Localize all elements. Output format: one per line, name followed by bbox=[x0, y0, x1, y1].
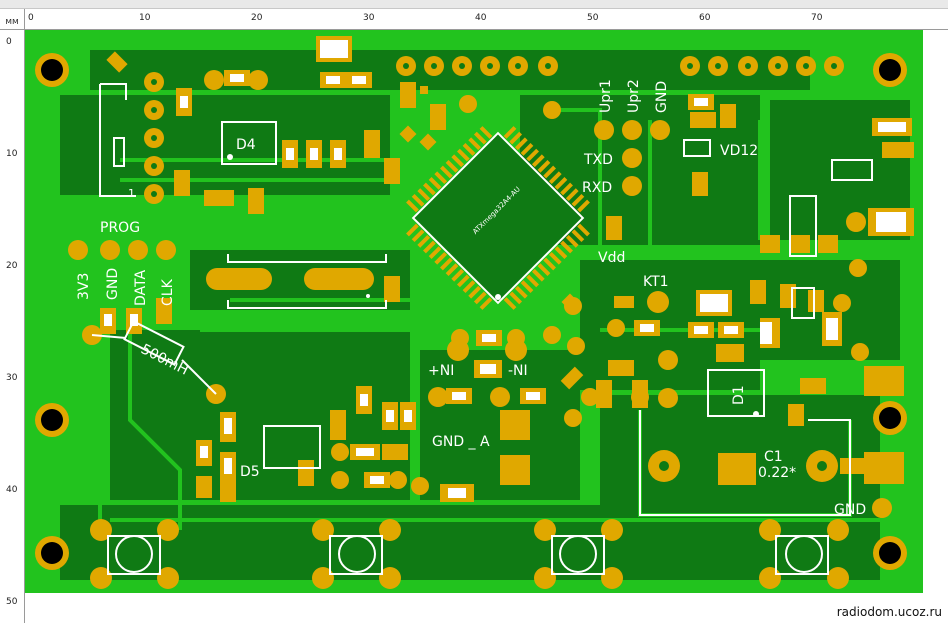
label-c1-value: 0.22* bbox=[758, 465, 796, 481]
ruler-tick-30: 30 bbox=[363, 13, 375, 23]
ruler-left[interactable]: 0 10 20 30 40 50 bbox=[0, 9, 25, 623]
label-d4: D4 bbox=[236, 137, 256, 153]
label-gnd-pin: GND bbox=[105, 268, 121, 300]
label-gnd-bottom: GND bbox=[834, 502, 866, 518]
ruler-tick-50: 50 bbox=[587, 13, 599, 23]
label-3v3: 3V3 bbox=[76, 273, 92, 300]
label-kt1: KT1 bbox=[643, 274, 669, 290]
label-connector-pin1: 1 bbox=[128, 187, 135, 200]
ruler-tick-70: 70 bbox=[811, 13, 823, 23]
ruler-tick-left-30: 30 bbox=[6, 373, 18, 383]
toolbar-strip bbox=[0, 0, 948, 9]
label-d5: D5 bbox=[240, 464, 260, 480]
ruler-tick-40: 40 bbox=[475, 13, 487, 23]
label-c1: C1 bbox=[764, 449, 783, 465]
ruler-top[interactable]: 0 10 20 30 40 50 60 70 bbox=[24, 9, 948, 30]
label-plus-ni: +NI bbox=[428, 363, 454, 379]
label-txd: TXD bbox=[583, 152, 613, 168]
ruler-unit-label: мм bbox=[0, 9, 25, 30]
mcu-chip: ATXmega32A4-AU bbox=[406, 126, 590, 310]
label-clk: CLK bbox=[160, 278, 176, 306]
ruler-tick-10: 10 bbox=[139, 13, 151, 23]
ruler-tick-left-0: 0 bbox=[6, 37, 12, 47]
mounting-holes bbox=[35, 53, 907, 570]
ruler-tick-0: 0 bbox=[28, 13, 34, 23]
ruler-tick-left-20: 20 bbox=[6, 261, 18, 271]
label-d1: D1 bbox=[731, 385, 747, 405]
ruler-tick-20: 20 bbox=[251, 13, 263, 23]
label-data: DATA bbox=[133, 270, 149, 306]
label-upr1: Upr1 bbox=[598, 79, 614, 113]
label-upr2: Upr2 bbox=[626, 79, 642, 113]
ruler-tick-60: 60 bbox=[699, 13, 711, 23]
label-vdd: Vdd bbox=[598, 250, 625, 266]
label-vd12: VD12 bbox=[720, 143, 758, 159]
label-gnd-top: GND bbox=[654, 81, 670, 113]
label-prog: PROG bbox=[100, 220, 140, 236]
label-minus-ni: -NI bbox=[508, 363, 528, 379]
pad-holes bbox=[151, 63, 837, 471]
watermark-text: radiodom.ucoz.ru bbox=[836, 605, 942, 619]
ruler-tick-left-50: 50 bbox=[6, 597, 18, 607]
ruler-tick-left-40: 40 bbox=[6, 485, 18, 495]
th-pads bbox=[68, 56, 892, 589]
label-rxd: RXD bbox=[582, 180, 612, 196]
silkscreen bbox=[91, 83, 873, 575]
label-gnd-a: GND _ A bbox=[432, 434, 490, 450]
ruler-tick-left-10: 10 bbox=[6, 149, 18, 159]
